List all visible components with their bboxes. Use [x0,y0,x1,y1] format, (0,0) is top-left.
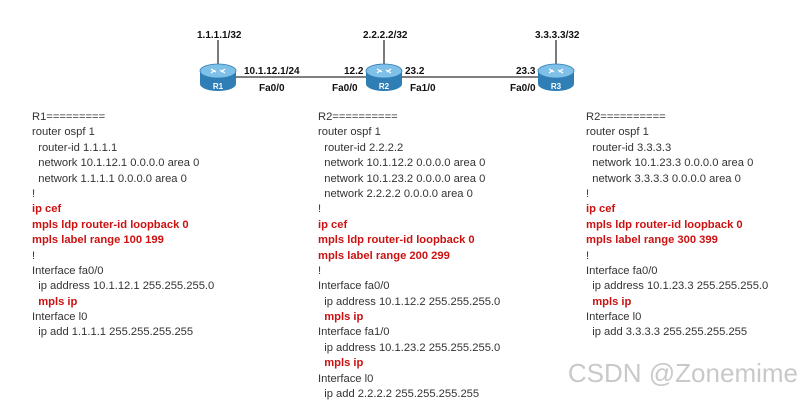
r2-loopback-label: 2.2.2.2/32 [363,30,408,41]
config-line: Interface l0 [586,311,642,324]
config-line: router ospf 1 [318,126,381,139]
config-line: ! [32,249,36,262]
config-line-highlighted: ip cef [32,203,62,216]
config-line: router-id 3.3.3.3 [586,141,672,154]
router-r1-label: R1 [213,82,224,91]
config-line-highlighted: mpls ip [318,357,364,370]
config-line: network 10.1.23.3 0.0.0.0 area 0 [586,157,754,170]
link2-left-ip: 23.2 [405,66,425,77]
config-line: network 1.1.1.1 0.0.0.0 area 0 [32,172,187,185]
r1-loopback-label: 1.1.1.1/32 [197,30,242,41]
config-line: router ospf 1 [32,126,95,139]
config-line-highlighted: mpls label range 100 199 [32,234,164,247]
config-line-highlighted: ip cef [586,203,616,216]
config-line: network 10.1.23.2 0.0.0.0 area 0 [318,172,486,185]
config-line-highlighted: mpls ldp router-id loopback 0 [586,218,743,231]
config-line: router-id 2.2.2.2 [318,141,404,154]
config-line: ip address 10.1.23.2 255.255.255.0 [318,341,501,354]
router-r2-label: R2 [379,82,390,91]
config-line: ip address 10.1.23.3 255.255.255.0 [586,280,769,293]
link1-right-ip: 12.2 [344,66,364,77]
config-line: ip add 1.1.1.1 255.255.255.255 [32,326,194,339]
link2-right-if: Fa0/0 [510,83,536,94]
config-line-highlighted: mpls ip [32,295,78,308]
config-line-highlighted: mpls ip [586,295,632,308]
config-line-highlighted: mpls ldp router-id loopback 0 [32,218,189,231]
config-line: R2========== [586,111,666,123]
config-line: Interface fa0/0 [32,264,104,277]
config-line: network 3.3.3.3 0.0.0.0 area 0 [586,172,741,185]
config-line: R2========== [318,111,398,123]
config-line-highlighted: mpls label range 200 299 [318,249,450,262]
router-r3-label: R3 [551,82,562,91]
config-line: router-id 1.1.1.1 [32,141,118,154]
link2-right-ip: 23.3 [516,66,536,77]
config-line: ip address 10.1.12.1 255.255.255.0 [32,280,215,293]
r3-config-block: R2========== router ospf 1 router-id 3.3.… [586,110,768,341]
config-line: ! [586,249,590,262]
router-r1-icon: R1 [199,63,237,91]
config-line-highlighted: ip cef [318,218,348,231]
link2-left-if: Fa1/0 [410,83,436,94]
watermark: CSDN @Zonemime [567,358,798,388]
config-line: ! [32,187,36,200]
config-line: network 2.2.2.2 0.0.0.0 area 0 [318,187,473,200]
config-line-highlighted: mpls ip [318,311,364,324]
config-line: ip address 10.1.12.2 255.255.255.0 [318,295,501,308]
r1-config-block: R1========= router ospf 1 router-id 1.1.1… [32,110,214,341]
config-line: ip add 2.2.2.2 255.255.255.255 [318,388,480,401]
topology-diagram: R1 R2 R3 [199,40,575,91]
link1-left-ip: 10.1.12.1/24 [244,66,300,77]
config-line: ip add 3.3.3.3 255.255.255.255 [586,326,748,339]
router-r3-icon: R3 [537,63,575,91]
config-line: Interface fa0/0 [586,264,658,277]
config-line-highlighted: mpls label range 300 399 [586,234,718,247]
r2-config-block: R2========== router ospf 1 router-id 2.2.… [318,110,500,402]
r3-loopback-label: 3.3.3.3/32 [535,30,580,41]
link1-left-if: Fa0/0 [259,83,285,94]
config-line: router ospf 1 [586,126,649,139]
config-line: Interface fa0/0 [318,280,390,293]
config-line: ! [318,203,322,216]
config-line: Interface fa1/0 [318,326,390,339]
config-line: ! [318,264,322,277]
router-r2-icon: R2 [365,63,403,91]
link1-right-if: Fa0/0 [332,83,358,94]
config-line: network 10.1.12.2 0.0.0.0 area 0 [318,157,486,170]
config-line-highlighted: mpls ldp router-id loopback 0 [318,234,475,247]
config-line: R1========= [32,111,106,123]
config-line: ! [586,187,590,200]
config-line: network 10.1.12.1 0.0.0.0 area 0 [32,157,200,170]
config-line: Interface l0 [318,372,374,385]
config-line: Interface l0 [32,311,88,324]
